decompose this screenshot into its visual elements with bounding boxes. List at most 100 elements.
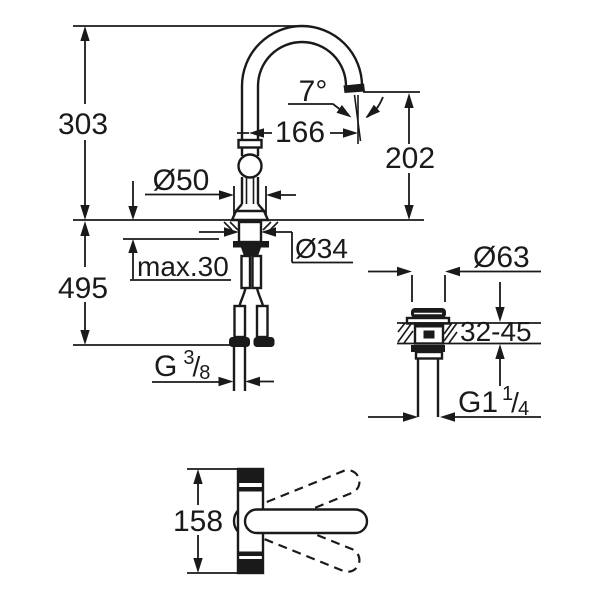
leader-lines <box>199 231 353 264</box>
aerator <box>343 83 365 93</box>
dim-495: 495 <box>58 221 108 345</box>
mounting-nut-taper <box>241 247 261 256</box>
riser-pipe-mid <box>240 147 260 156</box>
arrowhead-left <box>266 190 281 200</box>
thread-denominator: 8 <box>199 362 210 384</box>
arrowhead-down <box>80 330 90 345</box>
hose-right <box>255 287 265 307</box>
waste-slot <box>423 330 435 339</box>
thread-slash: / <box>192 351 200 382</box>
base-escutcheon <box>230 203 270 222</box>
arrowhead-right <box>224 227 239 237</box>
body-band-top <box>238 487 263 492</box>
body-cap-bottom <box>238 559 263 573</box>
supply-tube-right <box>251 254 263 290</box>
arrowhead-right <box>343 128 358 138</box>
supply-tube-left <box>240 254 252 290</box>
front-view: 303 495 7° <box>58 24 435 391</box>
hose-left <box>238 287 247 307</box>
arrowhead-right <box>403 412 418 422</box>
arrowhead-left <box>261 227 276 237</box>
arrowhead-up <box>495 344 505 359</box>
dim-max30-label: max.30 <box>137 251 229 282</box>
hose-nut-right <box>253 337 275 347</box>
dim-line <box>145 193 296 196</box>
dim-diameter-34: Ø34 <box>199 227 353 264</box>
hose-nut-left <box>229 337 250 347</box>
arrowhead-up <box>404 93 414 108</box>
dim-32-45: 32-45 <box>460 282 532 386</box>
dim-line <box>130 181 231 281</box>
dim-diameter-63: Ø63 <box>368 241 541 302</box>
spout-outer-arc <box>240 24 364 87</box>
arrowhead-left <box>440 412 455 422</box>
arrowhead-left <box>249 128 264 138</box>
dim-and-extension-lines <box>368 270 541 302</box>
thread-numerator: 1 <box>502 383 513 405</box>
arrowhead-right <box>397 266 412 277</box>
dim-max30: max.30 <box>128 181 231 282</box>
cartridge-lines <box>245 177 255 204</box>
angle-7deg: 7° <box>288 75 384 144</box>
handle-top-view: 158 <box>173 467 369 575</box>
dim-diameter-50: Ø50 <box>145 164 296 216</box>
arrowhead-down <box>128 206 138 220</box>
thread-slash: / <box>511 387 519 418</box>
mounting-assembly <box>223 220 279 391</box>
dim-202-label: 202 <box>385 142 435 175</box>
riser-pipe-lower <box>240 177 260 204</box>
extension-lines <box>233 186 267 216</box>
mounting-nut <box>233 241 269 248</box>
body-band-bottom <box>238 551 263 556</box>
handle-assembly <box>232 467 369 575</box>
arrowhead-up <box>80 26 90 41</box>
thread-denominator: 4 <box>518 398 529 420</box>
dim-303-label: 303 <box>58 108 108 141</box>
lever-handle <box>243 508 369 535</box>
mounting-shank <box>237 220 263 244</box>
connection-nipple <box>232 347 247 391</box>
counter-hatch <box>223 221 279 231</box>
locknut-lower <box>414 350 444 360</box>
angle-label: 7° <box>299 75 328 108</box>
tailpipe <box>416 358 440 417</box>
leader-arrowhead <box>336 105 352 118</box>
waste-body-band <box>415 323 443 328</box>
arrowhead-down <box>495 307 505 322</box>
dim-line <box>152 380 274 383</box>
dim-303: 303 <box>58 26 108 220</box>
leader-line <box>288 103 341 110</box>
dim-158-label: 158 <box>173 505 223 538</box>
spout-inner-arc <box>256 40 348 87</box>
arrowhead-left <box>245 376 260 387</box>
dim-166-label: 166 <box>275 116 325 149</box>
arrowhead-up <box>128 239 138 253</box>
hose-stud-right <box>255 304 269 339</box>
arrowhead-right <box>218 376 234 387</box>
dim-166: 166 <box>237 116 358 149</box>
dim-495-label: 495 <box>58 272 108 305</box>
base-plate <box>230 209 270 222</box>
dim-158: 158 <box>173 468 240 574</box>
pipe-joint-ring <box>237 138 263 149</box>
dim-d34-label: Ø34 <box>295 233 348 264</box>
dim-d50-label: Ø50 <box>153 164 210 197</box>
arrowhead-down <box>80 205 90 220</box>
arrowhead-left <box>445 266 460 277</box>
dim-32-45-label: 32-45 <box>460 316 532 347</box>
arc-arrowhead <box>365 104 380 118</box>
arrowhead-down <box>193 558 203 573</box>
thread-numerator: 3 <box>183 347 194 369</box>
handle-ball-joint <box>237 153 263 179</box>
dim-202: 202 <box>363 91 435 220</box>
locknut <box>411 345 445 352</box>
outlet-angle-line <box>353 94 362 142</box>
extension-lines <box>187 468 240 574</box>
body-cap-top <box>238 469 263 483</box>
arrowhead-down <box>404 205 414 220</box>
